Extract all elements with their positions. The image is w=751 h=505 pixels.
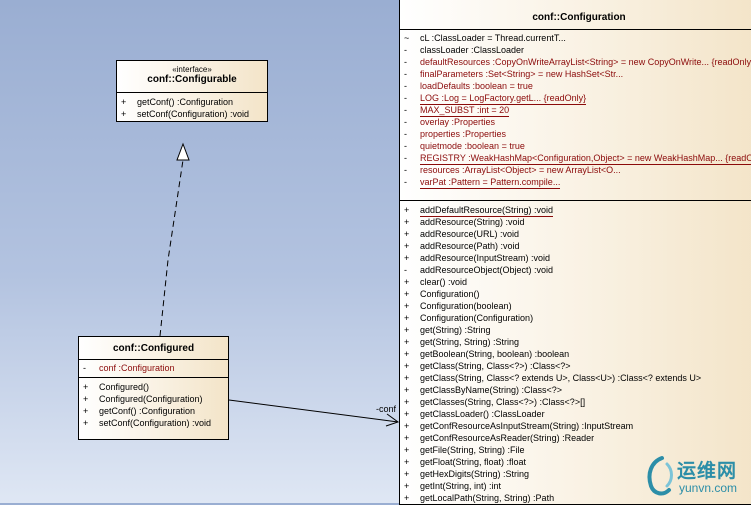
stereotype-label: «interface» xyxy=(172,65,212,74)
operation-row[interactable]: +getConf() :Configuration xyxy=(83,406,196,416)
attribute-row[interactable]: -finalParameters :Set<String> = new Hash… xyxy=(404,69,624,79)
operation-row[interactable]: +addDefaultResource(String) :void xyxy=(404,205,554,217)
operation-row[interactable]: +addResource(InputStream) :void xyxy=(404,253,551,263)
operation-row[interactable]: +getConfResourceAsReader(String) :Reader xyxy=(404,433,595,443)
operation-row[interactable]: +Configuration(boolean) xyxy=(404,301,512,311)
operation-row[interactable]: +setConf(Configuration) :void xyxy=(83,418,212,428)
association-arrowhead xyxy=(385,413,400,427)
operation-row[interactable]: +clear() :void xyxy=(404,277,468,287)
operation-row[interactable]: +addResource(URL) :void xyxy=(404,229,520,239)
operation-row[interactable]: +getHexDigits(String) :String xyxy=(404,469,530,479)
attribute-row[interactable]: -properties :Properties xyxy=(404,129,507,139)
operation-row[interactable]: +Configured() xyxy=(83,382,150,392)
operation-row[interactable]: +getClass(String, Class<?>) :Class<?> xyxy=(404,361,571,371)
operations-compartment: +addDefaultResource(String) :void +addRe… xyxy=(400,200,751,504)
operation-row[interactable]: +get(String) :String xyxy=(404,325,491,335)
realization-arrowhead xyxy=(176,142,190,161)
operation-row[interactable]: +getLocalPath(String, String) :Path xyxy=(404,493,555,503)
attributes-compartment: -conf :Configuration xyxy=(79,359,228,377)
logo-url: yunvn.com xyxy=(679,481,738,495)
attribute-row[interactable]: -resources :ArrayList<Object> = new Arra… xyxy=(404,165,621,175)
association-role: -conf xyxy=(376,404,397,414)
attribute-row[interactable]: -MAX_SUBST :int = 20 xyxy=(404,105,510,117)
operation-row[interactable]: +getClasses(String, Class<?>) :Class<?>[… xyxy=(404,397,586,407)
attribute-row[interactable]: ~cL :ClassLoader = Thread.currentT... xyxy=(404,33,566,43)
operation-row[interactable]: +getConf() :Configuration xyxy=(121,97,234,107)
attributes-compartment: ~cL :ClassLoader = Thread.currentT... -c… xyxy=(400,29,751,200)
attribute-row[interactable]: -loadDefaults :boolean = true xyxy=(404,81,533,91)
configuration-class[interactable]: conf::Configuration ~cL :ClassLoader = T… xyxy=(399,0,751,505)
class-name: conf::Configurable xyxy=(147,74,237,85)
attribute-row[interactable]: -varPat :Pattern = Pattern.compile... xyxy=(404,177,561,189)
operation-row[interactable]: +addResource(String) :void xyxy=(404,217,525,227)
operation-row[interactable]: +getClassLoader() :ClassLoader xyxy=(404,409,545,419)
operation-row[interactable]: +Configuration(Configuration) xyxy=(404,313,534,323)
operation-row[interactable]: +getConfResourceAsInputStream(String) :I… xyxy=(404,421,634,431)
attribute-row[interactable]: -LOG :Log = LogFactory.getL... {readOnly… xyxy=(404,93,587,105)
configured-class[interactable]: conf::Configured -conf :Configuration +C… xyxy=(78,336,229,440)
operations-compartment: +getConf() :Configuration +setConf(Confi… xyxy=(117,92,267,122)
attribute-row[interactable]: -overlay :Properties xyxy=(404,117,496,127)
class-name: conf::Configured xyxy=(112,343,195,354)
attribute-row[interactable]: -defaultResources :CopyOnWriteArrayList<… xyxy=(404,57,751,67)
operation-row[interactable]: +Configuration() xyxy=(404,289,480,299)
attribute-row[interactable]: -classLoader :ClassLoader xyxy=(404,45,525,55)
class-name: conf::Configuration xyxy=(532,12,626,23)
attribute-row[interactable]: -quietmode :boolean = true xyxy=(404,141,525,151)
operations-compartment: +Configured() +Configured(Configuration)… xyxy=(79,377,228,429)
logo-name: 运维网 xyxy=(677,461,738,482)
attribute-row[interactable]: -conf :Configuration xyxy=(83,363,175,373)
operation-row[interactable]: +Configured(Configuration) xyxy=(83,394,203,404)
operation-row[interactable]: +get(String, String) :String xyxy=(404,337,520,347)
association-line xyxy=(228,399,399,423)
configurable-class[interactable]: «interface» conf::Configurable +getConf(… xyxy=(116,60,268,122)
operation-row[interactable]: +getFloat(String, float) :float xyxy=(404,457,527,467)
logo-swirl-icon xyxy=(647,456,673,496)
operation-row[interactable]: +setConf(Configuration) :void xyxy=(121,109,250,119)
operation-row[interactable]: +addResource(Path) :void xyxy=(404,241,520,251)
operation-row[interactable]: +getBoolean(String, boolean) :boolean xyxy=(404,349,570,359)
operation-row[interactable]: +getClassByName(String) :Class<?> xyxy=(404,385,563,395)
operation-row[interactable]: -addResourceObject(Object) :void xyxy=(404,265,554,275)
realization-line xyxy=(159,159,184,337)
watermark-logo: 运维网 yunvn.com xyxy=(645,454,749,500)
attribute-row[interactable]: -REGISTRY :WeakHashMap<Configuration,Obj… xyxy=(400,152,751,165)
operation-row[interactable]: +getClass(String, Class<? extends U>, Cl… xyxy=(404,373,702,383)
operation-row[interactable]: +getFile(String, String) :File xyxy=(404,445,525,455)
operation-row[interactable]: +getInt(String, int) :int xyxy=(404,481,502,491)
